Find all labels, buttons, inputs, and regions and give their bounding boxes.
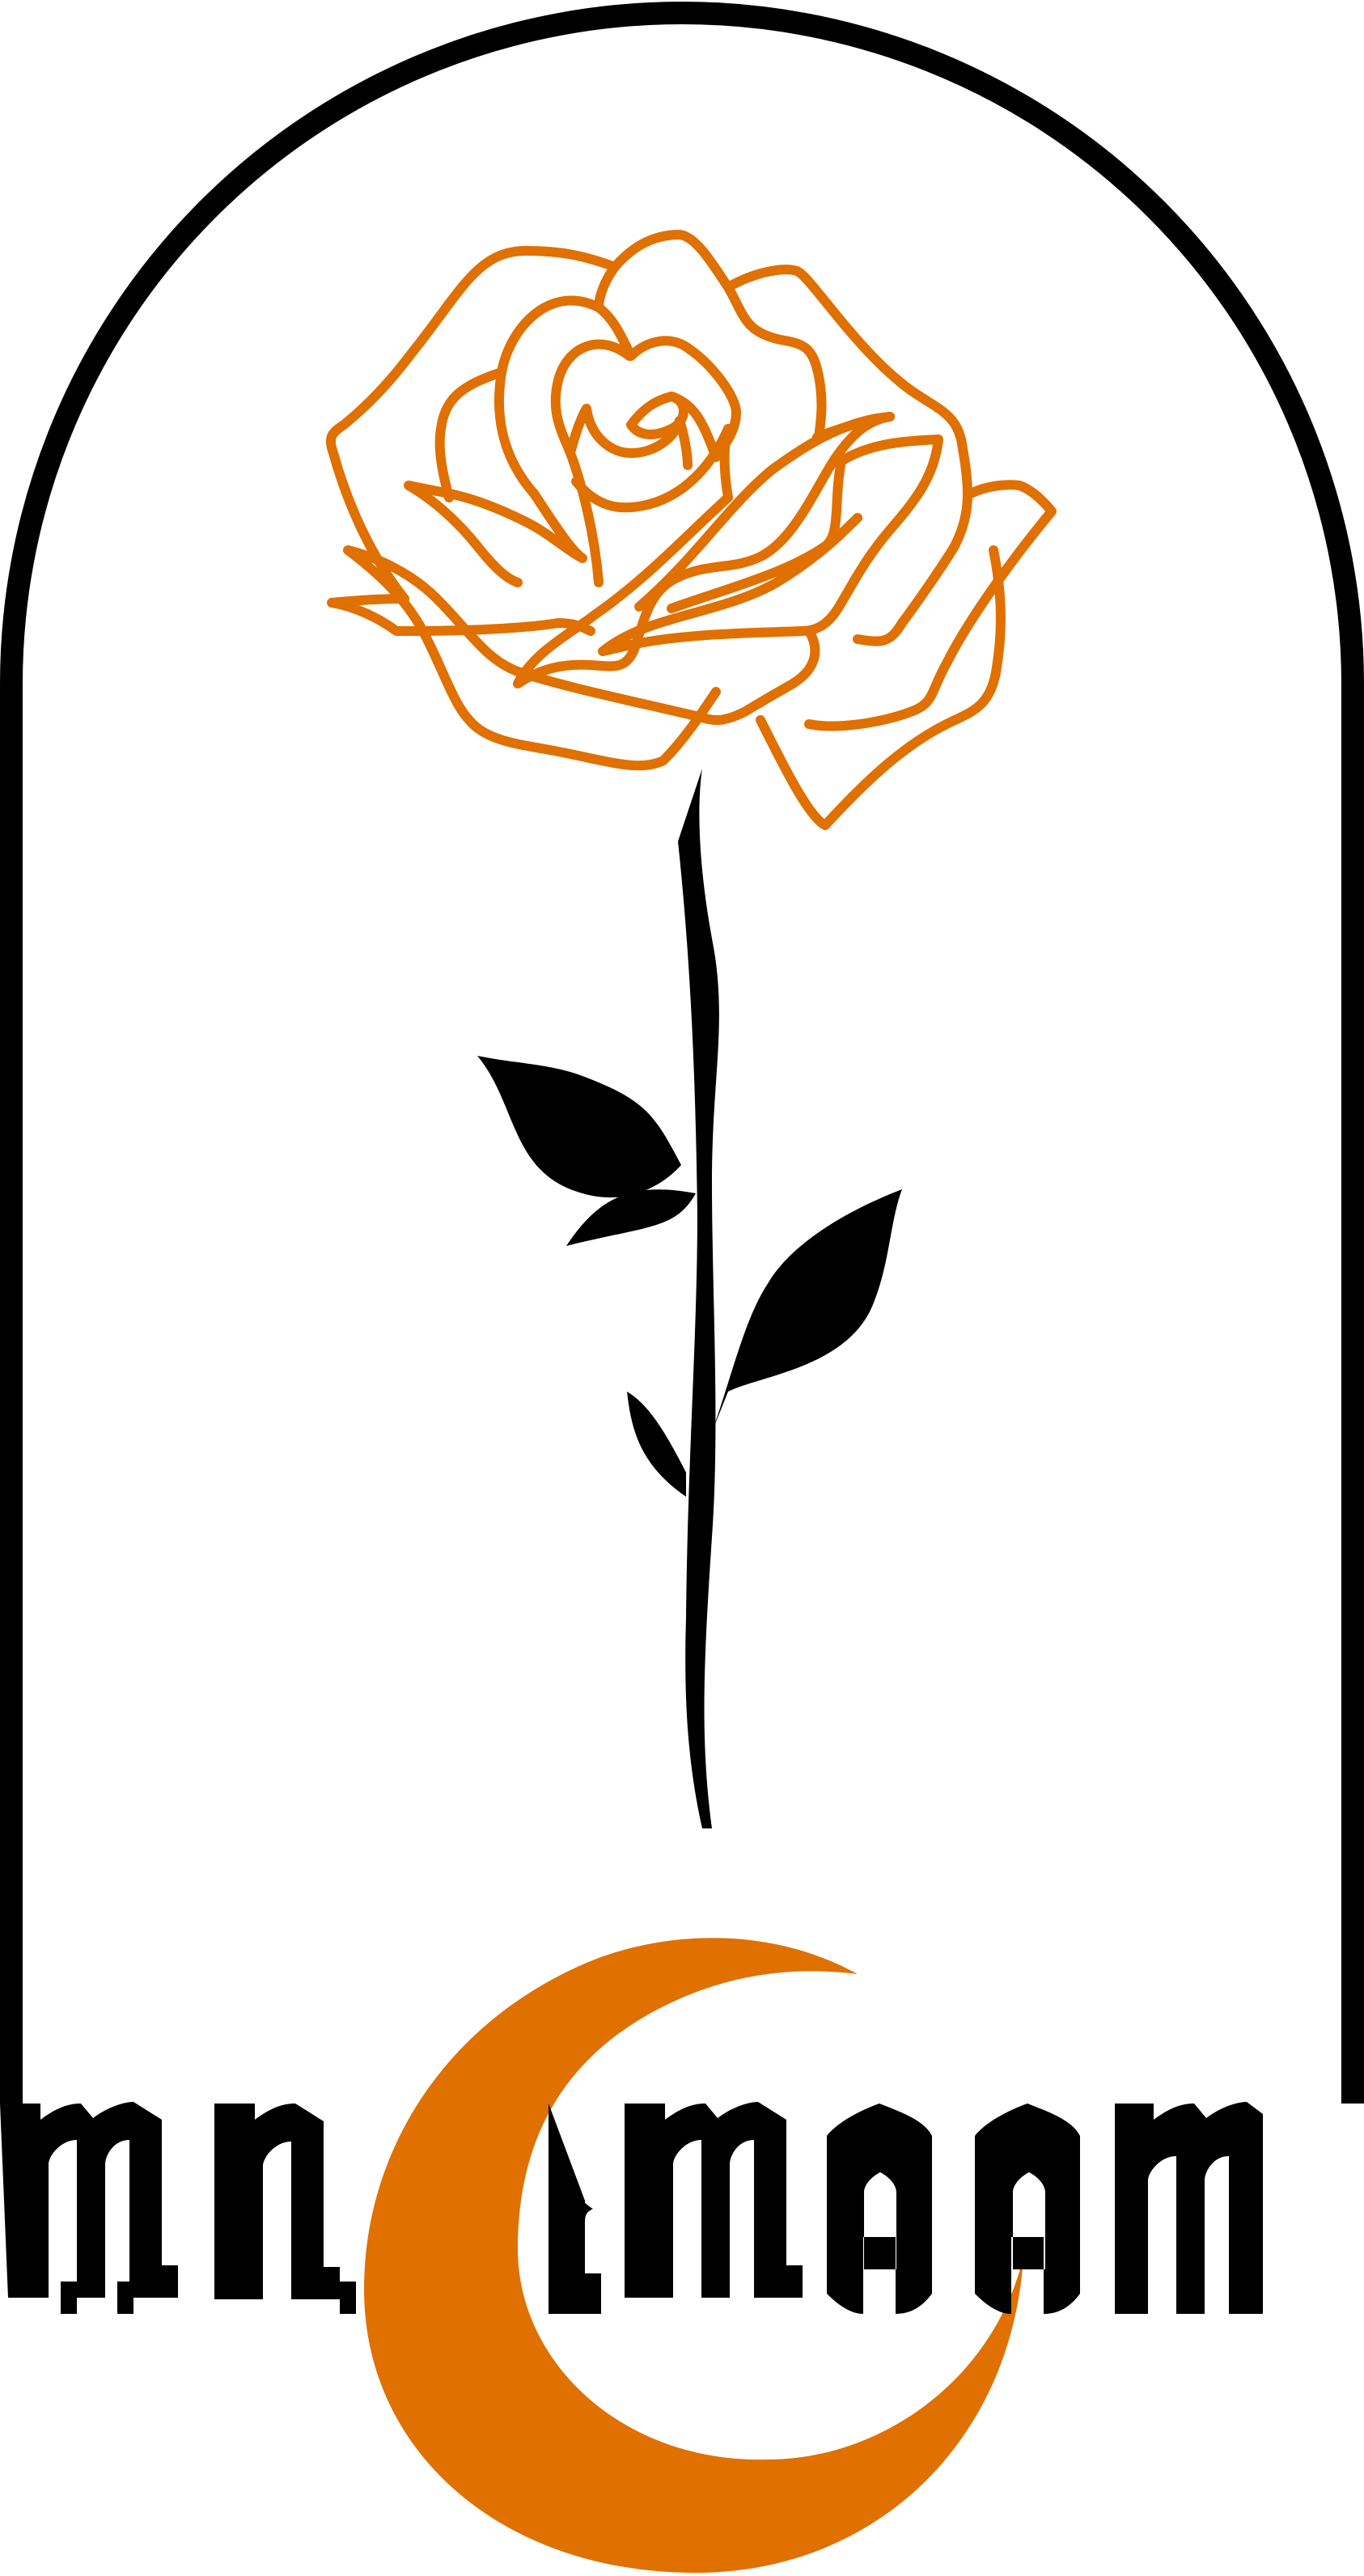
logo-wordmark xyxy=(0,2102,1263,2314)
arch-frame xyxy=(0,2,1364,2104)
leaf-icon xyxy=(712,1189,902,1432)
crescent-moon xyxy=(364,1938,1023,2573)
leaf-icon xyxy=(477,1056,681,1198)
rose xyxy=(325,230,1057,830)
leaf-icon xyxy=(566,1189,696,1246)
stem xyxy=(678,769,719,1828)
leaf-icon xyxy=(627,1392,686,1497)
